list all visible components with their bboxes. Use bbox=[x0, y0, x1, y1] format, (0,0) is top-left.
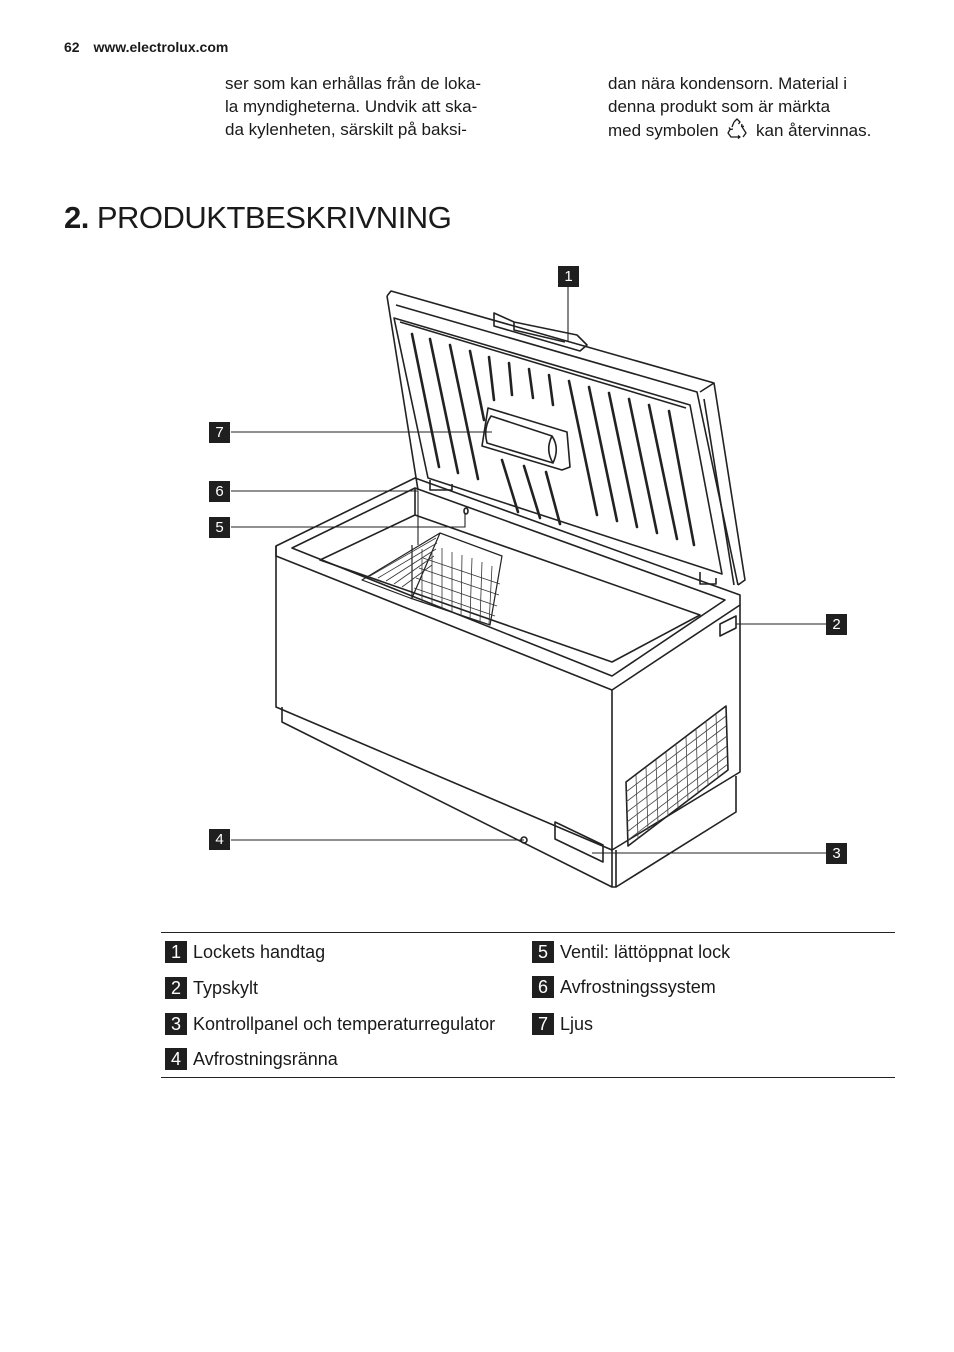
callout-4: 4 bbox=[209, 829, 230, 850]
legend-label: Kontrollpanel och temperaturregulator bbox=[193, 1014, 496, 1034]
intro-right-line: med symbolen kan återvinnas. bbox=[608, 118, 908, 142]
intro-left-line: la myndigheterna. Undvik att ska- bbox=[225, 97, 478, 116]
intro-text-before-symbol: med symbolen bbox=[608, 121, 719, 140]
page-number: 62 bbox=[64, 39, 80, 55]
legend-item: 6 Avfrostningssystem bbox=[532, 976, 716, 998]
section-title: PRODUKTBESKRIVNING bbox=[96, 200, 452, 235]
legend-number: 4 bbox=[165, 1048, 187, 1070]
legend-label: Lockets handtag bbox=[193, 942, 326, 962]
recycle-icon bbox=[727, 118, 747, 140]
callout-3: 3 bbox=[826, 843, 847, 864]
chest-freezer-diagram bbox=[231, 287, 826, 888]
legend-item: 2 Typskylt bbox=[165, 977, 258, 999]
intro-left-line: da kylenheten, särskilt på baksi- bbox=[225, 120, 467, 139]
intro-right-line: dan nära kondensorn. Material i bbox=[608, 74, 848, 93]
intro-right-column: dan nära kondensorn. Material i denna pr… bbox=[608, 72, 908, 142]
page-header: 62 www.electrolux.com bbox=[64, 39, 228, 55]
legend-number: 1 bbox=[165, 941, 187, 963]
legend-number: 6 bbox=[532, 976, 554, 998]
intro-left-column: ser som kan erhållas från de loka- la my… bbox=[225, 72, 525, 141]
callout-6: 6 bbox=[209, 481, 230, 502]
callout-2: 2 bbox=[826, 614, 847, 635]
intro-text-after-symbol: kan återvinnas. bbox=[756, 121, 872, 140]
legend-number: 3 bbox=[165, 1013, 187, 1035]
legend-label: Typskylt bbox=[193, 978, 259, 998]
section-number: 2. bbox=[64, 200, 89, 235]
legend-label: Avfrostningsränna bbox=[193, 1049, 338, 1069]
legend-label: Ljus bbox=[560, 1014, 594, 1034]
legend-item: 3 Kontrollpanel och temperaturregulator bbox=[165, 1013, 495, 1035]
legend-item: 7 Ljus bbox=[532, 1013, 593, 1035]
legend-item: 4 Avfrostningsränna bbox=[165, 1048, 338, 1070]
callout-5: 5 bbox=[209, 517, 230, 538]
section-heading: 2.PRODUKTBESKRIVNING bbox=[64, 200, 452, 236]
intro-left-line: ser som kan erhållas från de loka- bbox=[225, 74, 482, 93]
website-url[interactable]: www.electrolux.com bbox=[93, 39, 229, 55]
legend-label: Avfrostningssystem bbox=[560, 977, 716, 997]
intro-right-line: denna produkt som är märkta bbox=[608, 97, 831, 116]
callout-7: 7 bbox=[209, 422, 230, 443]
legend-number: 7 bbox=[532, 1013, 554, 1035]
parts-legend: 1 Lockets handtag 2 Typskylt 3 Kontrollpane… bbox=[161, 932, 895, 1078]
legend-number: 5 bbox=[532, 941, 554, 963]
legend-item: 1 Lockets handtag bbox=[165, 941, 325, 963]
callout-1: 1 bbox=[558, 266, 579, 287]
legend-item: 5 Ventil: lättöppnat lock bbox=[532, 941, 730, 963]
legend-number: 2 bbox=[165, 977, 187, 999]
legend-label: Ventil: lättöppnat lock bbox=[560, 942, 731, 962]
